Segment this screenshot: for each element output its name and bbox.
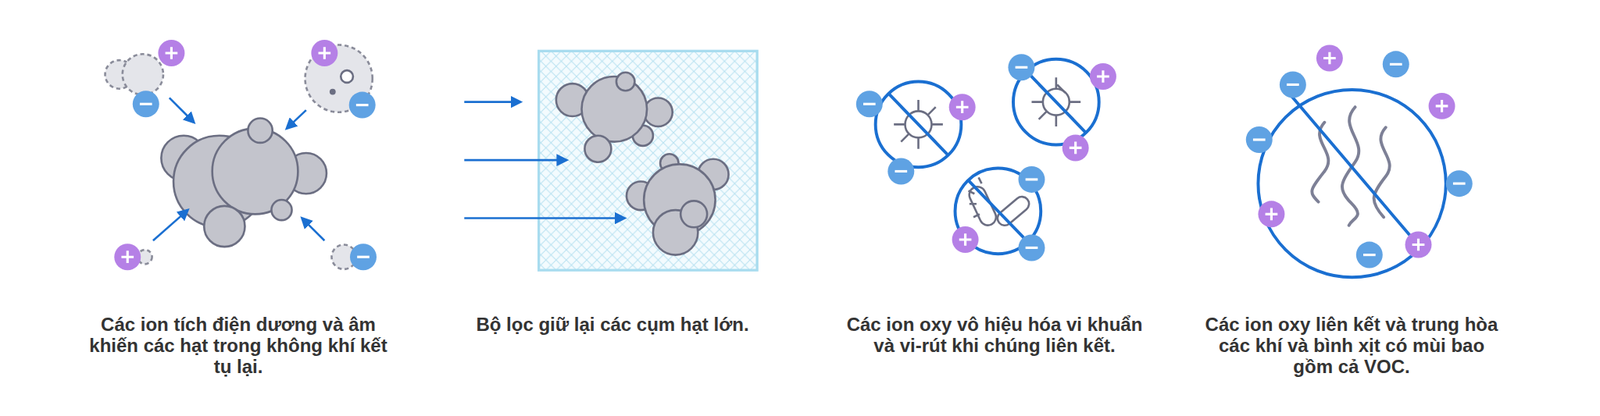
odor-neutralize: [1257, 89, 1446, 278]
caption: Các ion oxy liên kết và trung hòa các kh…: [1199, 314, 1504, 378]
virus-bacteria: [875, 59, 1100, 254]
caption: Các ion oxy vô hiệu hóa vi khuẩn và vi-r…: [842, 314, 1147, 357]
panel-agglomerate: [105, 45, 373, 270]
caption: Các ion tích điện dương và âm khiến các …: [78, 314, 399, 378]
particle-clusters: [556, 72, 729, 256]
caption: Bộ lọc giữ lại các cụm hạt lớn.: [448, 314, 777, 336]
